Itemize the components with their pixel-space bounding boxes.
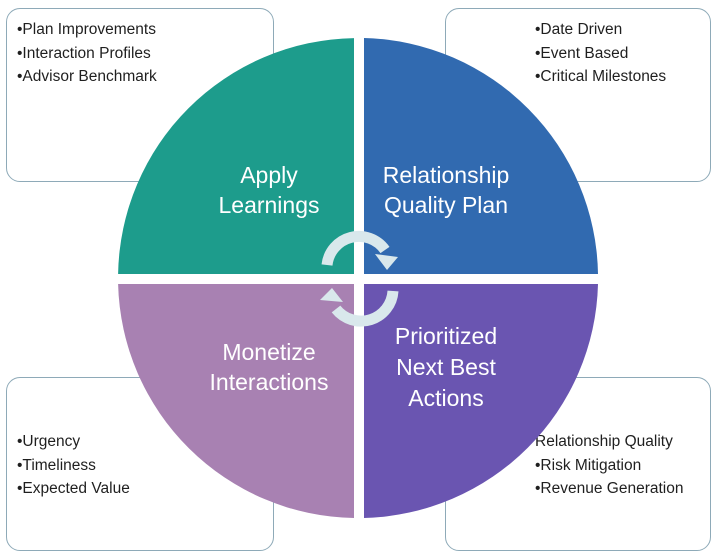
- list-item: •Event Based: [535, 44, 629, 62]
- quadrant-label-line: Actions: [408, 385, 483, 411]
- list-item: •Risk Mitigation: [535, 456, 642, 474]
- notes-list: •Date Driven •Event Based •Critical Mile…: [535, 18, 666, 89]
- cycle-arrows-icon: [320, 230, 399, 327]
- quadrant-relationship-quality-plan: [364, 38, 598, 274]
- quadrant-label-line: Monetize: [222, 339, 315, 365]
- list-item: •Interaction Profiles: [17, 44, 151, 62]
- list-item: •Revenue Generation: [535, 480, 684, 498]
- notes-list: •Plan Improvements •Interaction Profiles…: [17, 18, 157, 89]
- notes-list: •Urgency •Timeliness •Expected Value: [17, 430, 130, 501]
- list-item: •Plan Improvements: [17, 21, 156, 38]
- quadrant-monetize-interactions: [118, 284, 354, 518]
- list-item: •Timeliness: [17, 456, 96, 474]
- list-item: •Advisor Benchmark: [17, 68, 157, 86]
- quadrant-label-line: Relationship: [383, 162, 510, 188]
- notes-list: Relationship Quality •Risk Mitigation •R…: [535, 430, 683, 501]
- list-item: Relationship Quality: [535, 433, 673, 450]
- list-item: •Date Driven: [535, 21, 623, 38]
- quadrant-prioritized-next-best-actions: [364, 284, 598, 518]
- list-item: •Expected Value: [17, 480, 130, 498]
- quadrant-label-line: Prioritized: [395, 323, 497, 349]
- quadrant-apply-learnings: [118, 38, 354, 274]
- quadrant-label-line: Learnings: [218, 192, 319, 218]
- quadrant-label-line: Next Best: [396, 354, 496, 380]
- list-item: •Critical Milestones: [535, 68, 667, 86]
- quadrant-label-line: Interactions: [210, 369, 329, 395]
- list-item: •Urgency: [17, 433, 81, 450]
- quadrant-label-line: Quality Plan: [384, 192, 508, 218]
- quadrant-label-line: Apply: [240, 162, 298, 188]
